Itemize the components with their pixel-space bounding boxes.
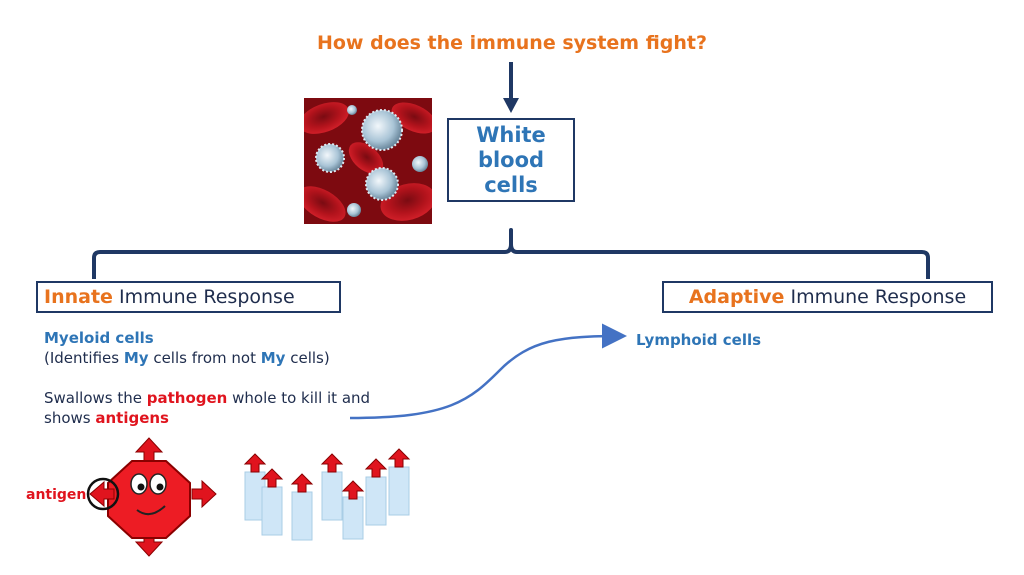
swallow-part: Swallows the bbox=[44, 389, 147, 407]
myeloid-desc-part: (Identifies bbox=[44, 349, 124, 367]
antigens-word: antigens bbox=[95, 409, 169, 427]
white-blood-cells-box: White blood cells bbox=[447, 118, 575, 202]
curved-arrow-icon bbox=[349, 323, 627, 420]
lymphoid-cells-label: Lymphoid cells bbox=[636, 331, 762, 349]
swallow-description: Swallows the pathogen whole to kill it a… bbox=[44, 388, 404, 428]
myeloid-desc-part: cells from not bbox=[148, 349, 261, 367]
myeloid-my-2: My bbox=[260, 349, 286, 367]
myeloid-description: (Identifies My cells from not My cells) bbox=[44, 349, 330, 367]
innate-highlight: Innate bbox=[44, 286, 113, 308]
adaptive-response-box: Adaptive Immune Response bbox=[662, 281, 993, 313]
innate-response-box: Innate Immune Response bbox=[36, 281, 341, 313]
myeloid-my-1: My bbox=[123, 349, 149, 367]
adaptive-highlight: Adaptive bbox=[688, 286, 785, 308]
bracket-icon bbox=[92, 228, 930, 279]
myeloid-desc-part: cells) bbox=[285, 349, 330, 367]
swallow-part: whole to kill it and shows bbox=[44, 389, 371, 427]
page-title: How does the immune system fight? bbox=[316, 32, 708, 54]
adaptive-rest: Immune Response bbox=[784, 286, 967, 308]
antigen-label: antigen bbox=[26, 487, 87, 503]
white-blood-cells-label: White blood cells bbox=[476, 122, 546, 197]
down-arrow-icon bbox=[503, 62, 519, 113]
blood-cells-image bbox=[304, 98, 432, 224]
pathogen-word: pathogen bbox=[146, 389, 228, 407]
innate-rest: Immune Response bbox=[112, 286, 295, 308]
myeloid-title: Myeloid cells bbox=[44, 329, 154, 347]
